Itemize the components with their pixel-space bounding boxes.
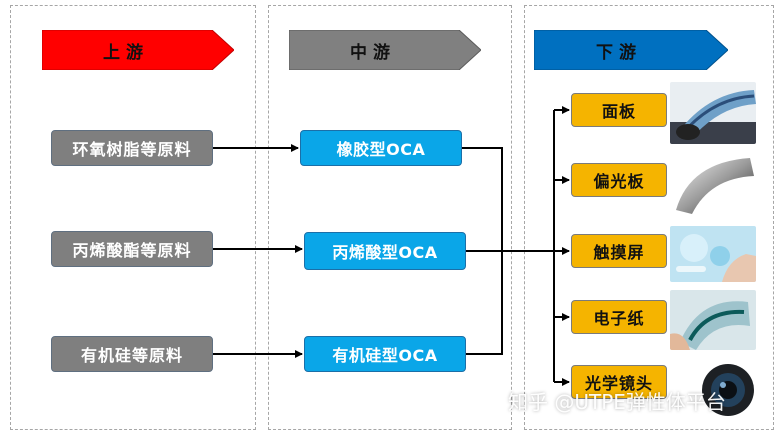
touchscreen-photo <box>670 226 756 282</box>
upstream-item-label: 环氧树脂等原料 <box>72 140 192 159</box>
upstream-header: 上游 <box>41 29 235 71</box>
downstream-item-touchscreen: 触摸屏 <box>571 234 667 268</box>
upstream-item-acrylate: 丙烯酸酯等原料 <box>51 231 213 267</box>
merge-line-silicone <box>466 251 503 355</box>
midstream-item-label: 有机硅型OCA <box>332 346 438 365</box>
upstream-item-epoxy: 环氧树脂等原料 <box>51 130 213 166</box>
upstream-header-label: 上游 <box>103 42 149 63</box>
watermark: 知乎 @UTPE弹性体平台 <box>508 390 726 414</box>
downstream-header: 下游 <box>533 29 729 71</box>
epaper-photo <box>670 290 756 350</box>
upstream-item-label: 丙烯酸酯等原料 <box>72 241 192 260</box>
lens-photo <box>694 358 756 418</box>
downstream-item-label: 触摸屏 <box>593 243 645 262</box>
midstream-item-label: 丙烯酸型OCA <box>332 243 438 262</box>
midstream-item-silicone-oca: 有机硅型OCA <box>304 336 466 372</box>
downstream-item-epaper: 电子纸 <box>571 300 667 334</box>
downstream-item-lens: 光学镜头 <box>571 365 667 399</box>
downstream-header-label: 下游 <box>596 42 642 63</box>
downstream-item-label: 光学镜头 <box>584 374 653 393</box>
midstream-header-label: 中游 <box>350 42 396 63</box>
midstream-item-acrylic-oca: 丙烯酸型OCA <box>304 232 466 270</box>
midstream-panel <box>268 5 512 430</box>
midstream-header-arrow-shape <box>288 29 482 71</box>
merge-line-rubber <box>462 147 503 251</box>
downstream-panel <box>524 5 774 430</box>
upstream-item-silicone: 有机硅等原料 <box>51 336 213 372</box>
midstream-item-rubber-oca: 橡胶型OCA <box>300 130 462 166</box>
upstream-panel <box>10 5 256 430</box>
panel-photo <box>670 82 756 144</box>
upstream-header-arrow-shape <box>41 29 235 71</box>
downstream-item-panel: 面板 <box>571 93 667 127</box>
downstream-item-polarizer: 偏光板 <box>571 163 667 197</box>
downstream-item-label: 面板 <box>601 102 636 121</box>
downstream-header-arrow-shape <box>533 29 729 71</box>
midstream-item-label: 橡胶型OCA <box>336 140 426 159</box>
midstream-header: 中游 <box>288 29 482 71</box>
downstream-item-label: 电子纸 <box>593 309 645 328</box>
upstream-item-label: 有机硅等原料 <box>80 346 183 365</box>
downstream-item-label: 偏光板 <box>593 172 645 191</box>
polarizer-photo <box>670 152 756 216</box>
